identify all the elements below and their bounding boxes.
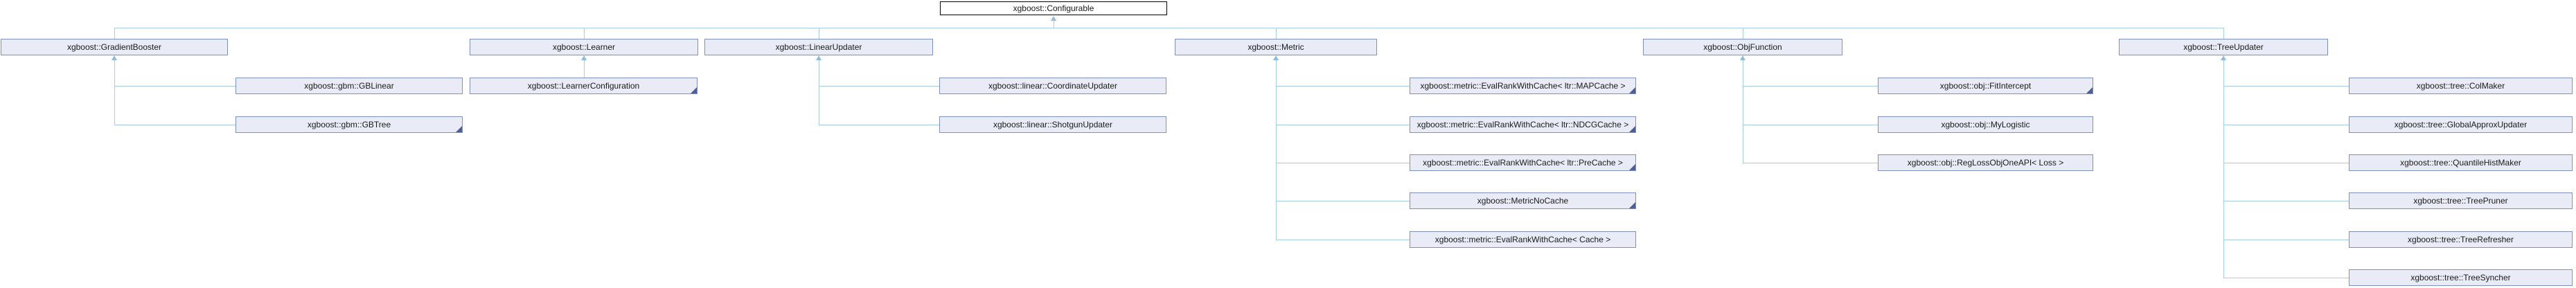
node-tree-treepruner[interactable]: xgboost::tree::TreePruner xyxy=(2349,192,2573,209)
node-tree-treesyncher[interactable]: xgboost::tree::TreeSyncher xyxy=(2349,269,2573,286)
node-label: xgboost::metric::EvalRankWithCache< ltr:… xyxy=(1420,81,1626,91)
edge xyxy=(819,86,939,87)
edge xyxy=(1276,60,1277,240)
node-linear-coordinate-updater[interactable]: xgboost::linear::CoordinateUpdater xyxy=(939,78,1166,94)
node-tree-updater[interactable]: xgboost::TreeUpdater xyxy=(2119,39,2328,55)
truncated-corner-icon xyxy=(1629,87,1635,93)
node-label: xgboost::metric::EvalRankWithCache< ltr:… xyxy=(1423,158,1623,168)
node-gbm-gbtree[interactable]: xgboost::gbm::GBTree xyxy=(236,116,463,133)
inheritance-arrow xyxy=(2221,55,2226,60)
node-evalrank-cache[interactable]: xgboost::metric::EvalRankWithCache< Cach… xyxy=(1410,231,1636,248)
inheritance-arrow xyxy=(1740,55,1746,60)
node-label: xgboost::tree::TreeRefresher xyxy=(2408,235,2514,244)
node-label: xgboost::tree::TreeSyncher xyxy=(2410,273,2511,282)
truncated-corner-icon xyxy=(456,126,462,132)
node-label: xgboost::tree::ColMaker xyxy=(2416,81,2505,91)
node-obj-function[interactable]: xgboost::ObjFunction xyxy=(1643,39,1842,55)
node-label: xgboost::metric::EvalRankWithCache< Cach… xyxy=(1434,235,1611,244)
node-label: xgboost::ObjFunction xyxy=(1703,42,1782,52)
edge xyxy=(584,28,585,39)
inheritance-arrow xyxy=(581,55,587,60)
node-label: xgboost::LinearUpdater xyxy=(775,42,862,52)
inheritance-arrow xyxy=(816,55,821,60)
node-label: xgboost::obj::RegLossObjOneAPI< Loss > xyxy=(1907,158,2064,168)
truncated-corner-icon xyxy=(1629,164,1635,170)
truncated-corner-icon xyxy=(691,87,697,93)
node-linear-shotgun-updater[interactable]: xgboost::linear::ShotgunUpdater xyxy=(939,116,1166,133)
node-label: xgboost::metric::EvalRankWithCache< ltr:… xyxy=(1416,120,1629,129)
node-label: xgboost::TreeUpdater xyxy=(2183,42,2264,52)
node-label: xgboost::linear::CoordinateUpdater xyxy=(988,81,1118,91)
node-configurable: xgboost::Configurable xyxy=(940,1,1167,15)
truncated-corner-icon xyxy=(1629,202,1635,208)
node-gradient-booster[interactable]: xgboost::GradientBooster xyxy=(1,39,228,55)
edge xyxy=(584,60,585,78)
node-label: xgboost::gbm::GBLinear xyxy=(304,81,394,91)
node-obj-mylogistic[interactable]: xgboost::obj::MyLogistic xyxy=(1878,116,2093,133)
node-evalrank-mapcache[interactable]: xgboost::metric::EvalRankWithCache< ltr:… xyxy=(1410,78,1636,94)
truncated-corner-icon xyxy=(1629,126,1635,132)
edge xyxy=(2223,60,2224,278)
inheritance-arrow xyxy=(1051,16,1056,21)
edge xyxy=(1276,28,1277,39)
node-label: xgboost::gbm::GBTree xyxy=(307,120,391,129)
node-label: xgboost::linear::ShotgunUpdater xyxy=(993,120,1113,129)
node-learner-configuration[interactable]: xgboost::LearnerConfiguration xyxy=(470,78,698,94)
node-metric[interactable]: xgboost::Metric xyxy=(1175,39,1377,55)
node-label: xgboost::LearnerConfiguration xyxy=(527,81,640,91)
node-tree-colmaker[interactable]: xgboost::tree::ColMaker xyxy=(2349,78,2573,94)
node-learner[interactable]: xgboost::Learner xyxy=(470,39,698,55)
node-label: xgboost::Configurable xyxy=(1013,3,1094,13)
edge xyxy=(114,60,115,125)
node-label: xgboost::obj::FitIntercept xyxy=(1939,81,2032,91)
node-evalrank-ndcgcache[interactable]: xgboost::metric::EvalRankWithCache< ltr:… xyxy=(1410,116,1636,133)
edge xyxy=(1743,86,1878,87)
node-gbm-gblinear[interactable]: xgboost::gbm::GBLinear xyxy=(236,78,463,94)
node-label: xgboost::GradientBooster xyxy=(66,42,162,52)
node-tree-globalapproxupdater[interactable]: xgboost::tree::GlobalApproxUpdater xyxy=(2349,116,2573,133)
node-label: xgboost::Metric xyxy=(1247,42,1304,52)
edge xyxy=(114,86,236,87)
node-label: xgboost::obj::MyLogistic xyxy=(1941,120,2030,129)
inheritance-arrow xyxy=(1273,55,1279,60)
node-obj-reglossobjoneapi[interactable]: xgboost::obj::RegLossObjOneAPI< Loss > xyxy=(1878,154,2093,171)
node-label: xgboost::MetricNoCache xyxy=(1477,196,1569,206)
node-obj-fitintercept[interactable]: xgboost::obj::FitIntercept xyxy=(1878,78,2093,94)
node-linear-updater[interactable]: xgboost::LinearUpdater xyxy=(704,39,933,55)
node-label: xgboost::tree::GlobalApproxUpdater xyxy=(2394,120,2528,129)
node-metric-nocache[interactable]: xgboost::MetricNoCache xyxy=(1410,192,1636,209)
edge xyxy=(1276,86,1410,87)
node-label: xgboost::Learner xyxy=(552,42,616,52)
inheritance-arrow xyxy=(112,55,117,60)
node-evalrank-precache[interactable]: xgboost::metric::EvalRankWithCache< ltr:… xyxy=(1410,154,1636,171)
node-label: xgboost::tree::TreePruner xyxy=(2413,196,2508,206)
edge xyxy=(2223,28,2224,39)
truncated-corner-icon xyxy=(2086,87,2093,93)
node-label: xgboost::tree::QuantileHistMaker xyxy=(2400,158,2521,168)
edge xyxy=(114,28,115,39)
edge xyxy=(2223,86,2349,87)
node-tree-treerefresher[interactable]: xgboost::tree::TreeRefresher xyxy=(2349,231,2573,248)
node-tree-quantilehistmaker[interactable]: xgboost::tree::QuantileHistMaker xyxy=(2349,154,2573,171)
